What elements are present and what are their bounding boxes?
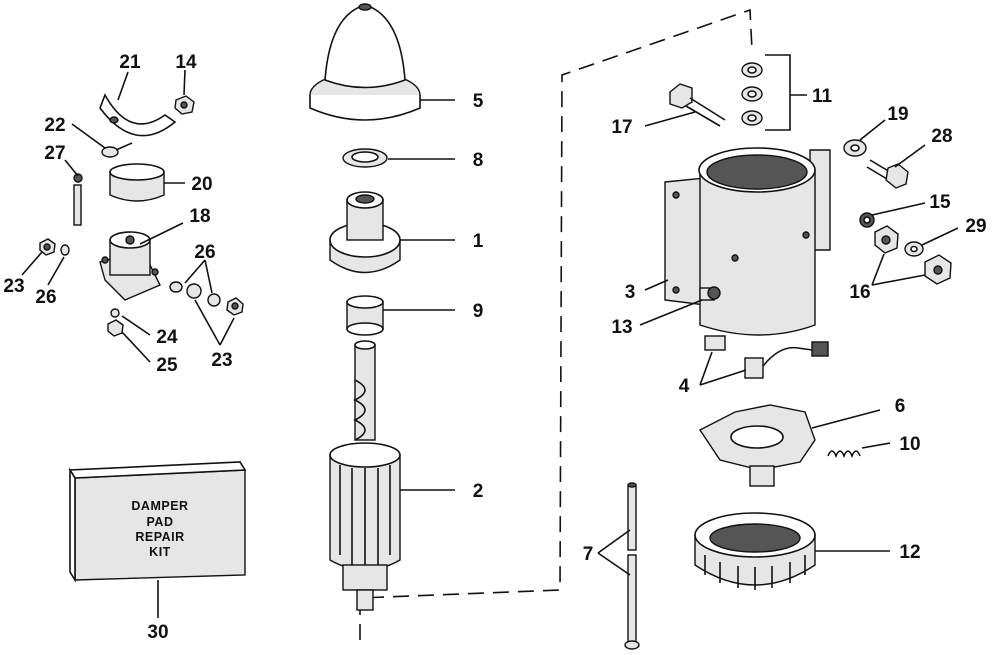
label-20: 20: [191, 174, 212, 195]
label-5: 5: [473, 91, 484, 112]
part-18-solenoid: [99, 231, 161, 301]
label-7: 7: [583, 544, 594, 565]
part-13-terminal: [699, 286, 721, 301]
label-6: 6: [895, 396, 906, 417]
label-18: 18: [189, 206, 210, 227]
kit-line-1: DAMPER: [131, 499, 188, 513]
part-5-boot: [309, 3, 421, 121]
label-2: 2: [473, 481, 484, 502]
label-14: 14: [175, 52, 197, 73]
label-30: 30: [147, 622, 168, 643]
label-23a: 23: [3, 276, 24, 297]
part-23-nut-left: [39, 238, 56, 256]
part-28-bolt: [866, 159, 909, 189]
kit-line-2: PAD: [147, 515, 174, 529]
part-12-end-cap: [694, 512, 816, 590]
kit-line-3: REPAIR: [135, 530, 184, 544]
label-19: 19: [887, 104, 908, 125]
label-29: 29: [965, 216, 986, 237]
part-17-bolt: [669, 83, 726, 127]
part-23-nut-right: [226, 297, 244, 316]
part-26-washer-left: [60, 244, 70, 256]
part-7-through-bolts: [624, 482, 640, 650]
part-8-ring: [342, 148, 388, 168]
label-10: 10: [899, 434, 920, 455]
label-12: 12: [899, 542, 920, 563]
label-4: 4: [679, 376, 690, 397]
part-30-repair-kit: DAMPER PAD REPAIR KIT: [68, 461, 247, 583]
part-1-pinion: [329, 191, 401, 274]
part-20-bushing: [109, 163, 165, 202]
kit-line-4: KIT: [149, 545, 171, 559]
part-11-washers: [741, 62, 763, 126]
part-26-washer-right: [169, 281, 221, 307]
label-9: 9: [473, 301, 484, 322]
part-19-washer: [843, 139, 867, 157]
part-2-armature: [329, 340, 401, 611]
part-14-nut: [174, 95, 195, 115]
part-10-spring: [827, 450, 861, 459]
label-17: 17: [611, 117, 632, 138]
part-24-nut: [110, 308, 120, 318]
label-26b: 26: [194, 242, 215, 263]
part-16-nuts: [874, 225, 952, 285]
label-8: 8: [473, 150, 484, 171]
label-16: 16: [849, 282, 870, 303]
label-27: 27: [44, 143, 65, 164]
label-15: 15: [929, 192, 951, 213]
label-22: 22: [44, 115, 65, 136]
label-23b: 23: [211, 350, 232, 371]
part-29-washer: [904, 241, 924, 257]
label-28: 28: [931, 126, 952, 147]
part-21-clamp: [99, 93, 177, 137]
label-26a: 26: [35, 287, 56, 308]
label-11: 11: [812, 86, 833, 107]
label-1: 1: [473, 231, 484, 252]
part-27-rod: [73, 173, 83, 226]
part-6-brush-plate: [698, 404, 816, 487]
label-21: 21: [119, 52, 141, 73]
part-22-screw: [101, 142, 133, 158]
label-25: 25: [156, 355, 178, 376]
label-13: 13: [611, 317, 632, 338]
part-4-brushes: [704, 335, 829, 379]
part-25-nut: [107, 319, 124, 337]
label-3: 3: [625, 282, 636, 303]
part-3-frame: [664, 147, 831, 336]
part-15-lockwasher: [859, 212, 875, 228]
label-24: 24: [156, 327, 178, 348]
part-9-sleeve: [346, 295, 384, 336]
